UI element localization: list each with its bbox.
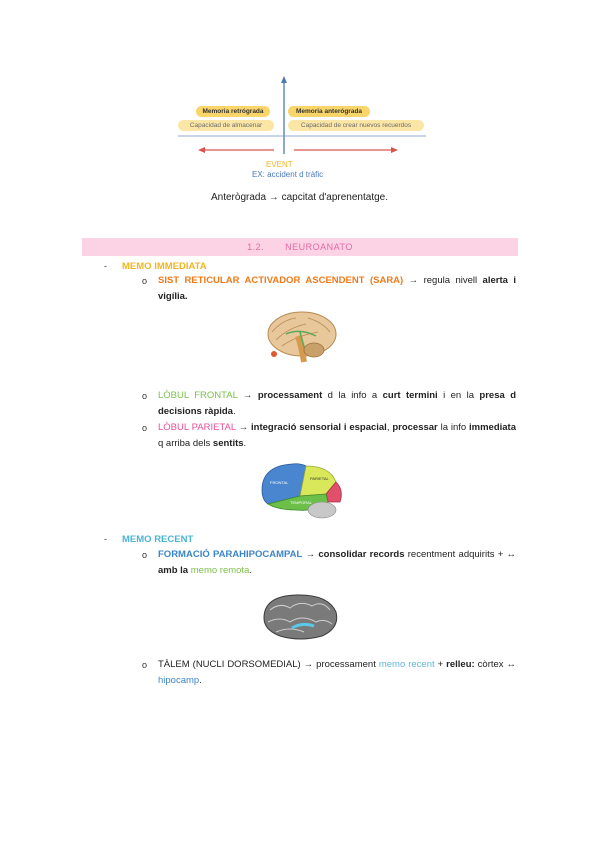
brainstem-image [267, 311, 337, 363]
retrograde-title: Memoria retrógrada [196, 106, 270, 117]
timeline-axes [178, 76, 426, 154]
lobe-label-frontal: FRONTAL [270, 480, 289, 485]
section-banner: 1.2. NEUROANATO [82, 238, 518, 256]
list-bullet: o [142, 660, 148, 670]
memory-timeline-diagram: Memoria retrógrada Capacidad de almacena… [170, 74, 430, 186]
brain-hippocampus-image [263, 594, 338, 640]
list-bullet: o [142, 550, 148, 560]
heading-memo-recent: MEMO RECENT [122, 534, 194, 545]
event-label: EVENT [266, 160, 293, 169]
caption: Anterògrada → capcitat d'aprenentatge. [210, 192, 389, 203]
anterograde-subtitle: Capacidad de crear nuevos recuerdos [288, 120, 424, 131]
item-formacio-parahipocampal: FORMACIÓ PARAHIPOCAMPAL → consolidar rec… [158, 549, 517, 576]
list-dash: - [104, 261, 107, 271]
lobe-label-temporal: TEMPORAL [290, 500, 313, 505]
item-talem: TÀLEM (NUCLI DORSOMEDIAL) → processament… [158, 659, 517, 686]
heading-memo-immediata: MEMO IMMEDIATA [122, 261, 207, 272]
item-lobul-parietal: LÒBUL PARIETAL → integració sensorial i … [158, 422, 517, 449]
lobe-label-parietal: PARIETAL [310, 476, 330, 481]
list-bullet: o [142, 423, 148, 433]
section-number: 1.2. [247, 242, 265, 252]
section-title: NEUROANATO [285, 242, 353, 252]
event-example: EX: accident d tràfic [252, 170, 324, 179]
list-bullet: o [142, 391, 148, 401]
item-lobul-frontal: LÒBUL FRONTAL → processament d la info a… [158, 390, 516, 417]
anterograde-title: Memoria anterógrada [288, 106, 370, 117]
item-sara: SIST RETICULAR ACTIVADOR ASCENDENT (SARA… [158, 275, 516, 302]
retrograde-subtitle: Capacidad de almacenar [178, 120, 274, 131]
list-dash: - [104, 534, 107, 544]
list-bullet: o [142, 276, 148, 286]
brain-lobes-image: FRONTAL PARIETAL TEMPORAL [261, 463, 342, 519]
